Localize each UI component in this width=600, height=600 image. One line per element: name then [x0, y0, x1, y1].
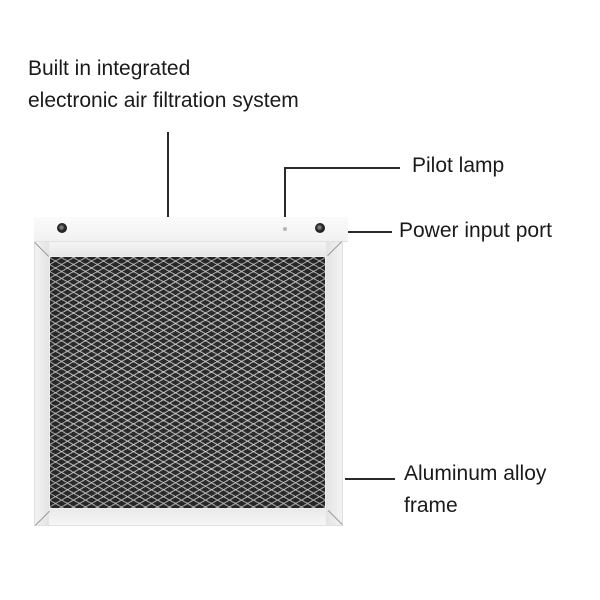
label-pilot-lamp: Pilot lamp: [412, 154, 505, 177]
leader-line-power-port: [334, 231, 392, 233]
label-filtration-system-line1: Built in integrated: [28, 57, 191, 80]
leader-line-pilot-lamp-horizontal: [284, 167, 400, 169]
label-aluminum-frame-line1: Aluminum alloy: [404, 462, 547, 485]
label-filtration-system-line2: electronic air filtration system: [28, 89, 299, 112]
frame-top-rail: [35, 242, 342, 256]
leader-line-filtration-system: [167, 132, 169, 228]
label-power-input-port: Power input port: [399, 219, 552, 242]
leader-line-aluminum-frame: [345, 478, 395, 480]
label-aluminum-frame-line2: frame: [404, 494, 458, 517]
aluminum-frame: [34, 241, 343, 526]
frame-bottom-rail: [35, 509, 342, 525]
leader-line-pilot-lamp-vertical: [284, 167, 286, 219]
frame-left-rail: [35, 242, 49, 525]
filter-housing-top: [34, 217, 348, 242]
screw-icon: [57, 223, 67, 233]
filter-mesh: [50, 257, 325, 508]
power-port-icon: [315, 223, 325, 233]
frame-right-rail: [326, 242, 342, 525]
pilot-lamp-icon: [283, 227, 287, 231]
